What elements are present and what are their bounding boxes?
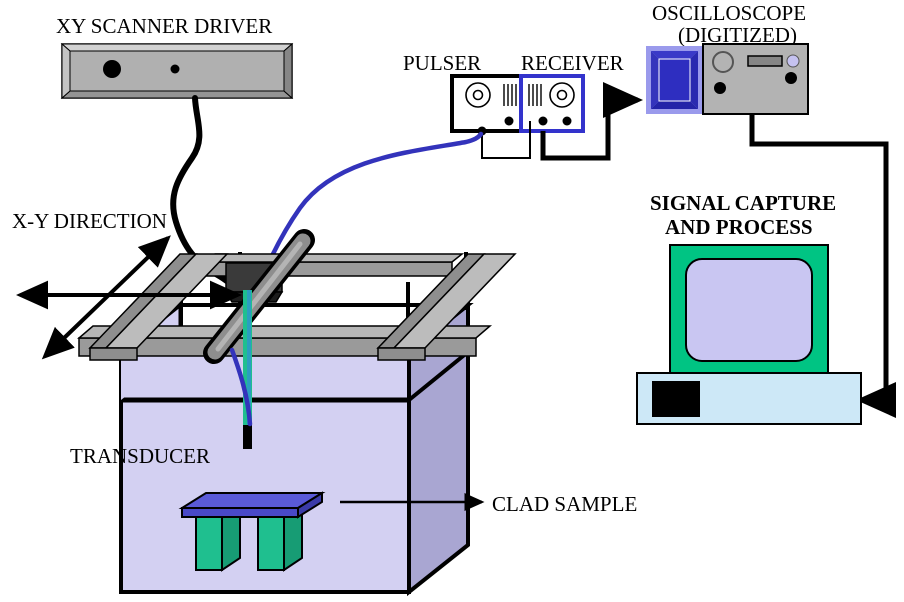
receiver-bnc-connector[interactable] xyxy=(549,82,575,108)
transducer-label: TRANSDUCER xyxy=(70,444,210,468)
scanner-driver-bevel-right xyxy=(283,42,293,100)
receiver-terminal-1[interactable] xyxy=(538,116,548,126)
signal-capture-label-line2: AND PROCESS xyxy=(665,215,813,239)
receiver-vent-lines xyxy=(528,84,542,106)
oscilloscope-terminal-1[interactable] xyxy=(785,72,797,84)
clad-sample-label: CLAD SAMPLE xyxy=(492,492,637,516)
receiver-terminal-2[interactable] xyxy=(562,116,572,126)
pulser-loop-cable xyxy=(481,121,531,159)
gantry-rail-back-top xyxy=(202,253,465,263)
pulser-label: PULSER xyxy=(403,51,481,75)
gantry-rail-diagonal-left-end xyxy=(89,347,138,361)
xy-scanner-driver[interactable]: XY SCANNER DRIVER xyxy=(56,14,294,100)
scanner-driver-cable xyxy=(170,95,240,295)
scanner-driver-large-knob[interactable] xyxy=(103,60,121,78)
scope-bevel-top xyxy=(651,51,698,59)
monitor-screen[interactable] xyxy=(685,258,813,362)
oscilloscope-knob[interactable] xyxy=(712,51,734,73)
clad-sample[interactable] xyxy=(178,491,326,572)
scanner-driver-small-knob[interactable] xyxy=(170,64,180,74)
xy-direction-indicator: X-Y DIRECTION xyxy=(12,209,242,360)
transducer-rod-shade xyxy=(247,290,251,425)
xy-scanner-driver-label: XY SCANNER DRIVER xyxy=(56,14,272,38)
transducer-tip xyxy=(243,425,252,449)
sample-plate-front xyxy=(181,507,299,518)
pulser-bnc-connector[interactable] xyxy=(465,82,491,108)
scope-bevel-right xyxy=(690,51,698,109)
keyboard-key-block[interactable] xyxy=(652,381,700,417)
gantry-rail-diagonal-right-end xyxy=(377,347,426,361)
scope-bevel-left xyxy=(651,51,659,109)
y-direction-arrow xyxy=(41,235,171,360)
holder-arm-highlight xyxy=(215,241,303,352)
pulser-bnc-center xyxy=(472,89,484,101)
oscilloscope-terminal-2[interactable] xyxy=(714,82,726,94)
scanner-driver-bevel-bottom xyxy=(60,90,294,99)
sample-support-right-front xyxy=(257,516,285,571)
oscilloscope-display-strip xyxy=(747,55,783,67)
pulser-terminal[interactable] xyxy=(504,116,514,126)
oscilloscope[interactable]: OSCILLOSCOPE (DIGITIZED) xyxy=(646,1,809,115)
receiver-body[interactable] xyxy=(519,74,585,133)
pulser-vent-lines xyxy=(503,84,517,106)
transducer-cable-submerged xyxy=(229,347,253,427)
scanner-driver-bevel-left xyxy=(61,42,71,100)
signal-capture-label-line1: SIGNAL CAPTURE xyxy=(650,191,836,215)
sample-plate-side xyxy=(297,491,323,519)
signal-capture-computer[interactable]: SIGNAL CAPTURE AND PROCESS xyxy=(636,191,862,425)
pulser-receiver-unit[interactable]: PULSER RECEIVER xyxy=(403,51,624,161)
transducer-holder-arm[interactable] xyxy=(203,229,315,364)
scanner-driver-bevel-top xyxy=(60,43,294,52)
xy-direction-label: X-Y DIRECTION xyxy=(12,209,167,233)
oscilloscope-screen[interactable] xyxy=(658,58,691,102)
sample-support-left-front xyxy=(195,516,223,571)
tank-edge-inner-r xyxy=(407,350,470,402)
receiver-label: RECEIVER xyxy=(521,51,624,75)
oscilloscope-label-line1: OSCILLOSCOPE xyxy=(652,1,806,25)
oscilloscope-indicator-led xyxy=(786,54,800,68)
scope-bevel-bottom xyxy=(651,101,698,109)
receiver-bnc-center xyxy=(556,89,568,101)
transducer-probe[interactable] xyxy=(243,290,252,449)
receiver-output-cable xyxy=(540,100,611,161)
scope-to-computer-cable xyxy=(749,114,896,418)
